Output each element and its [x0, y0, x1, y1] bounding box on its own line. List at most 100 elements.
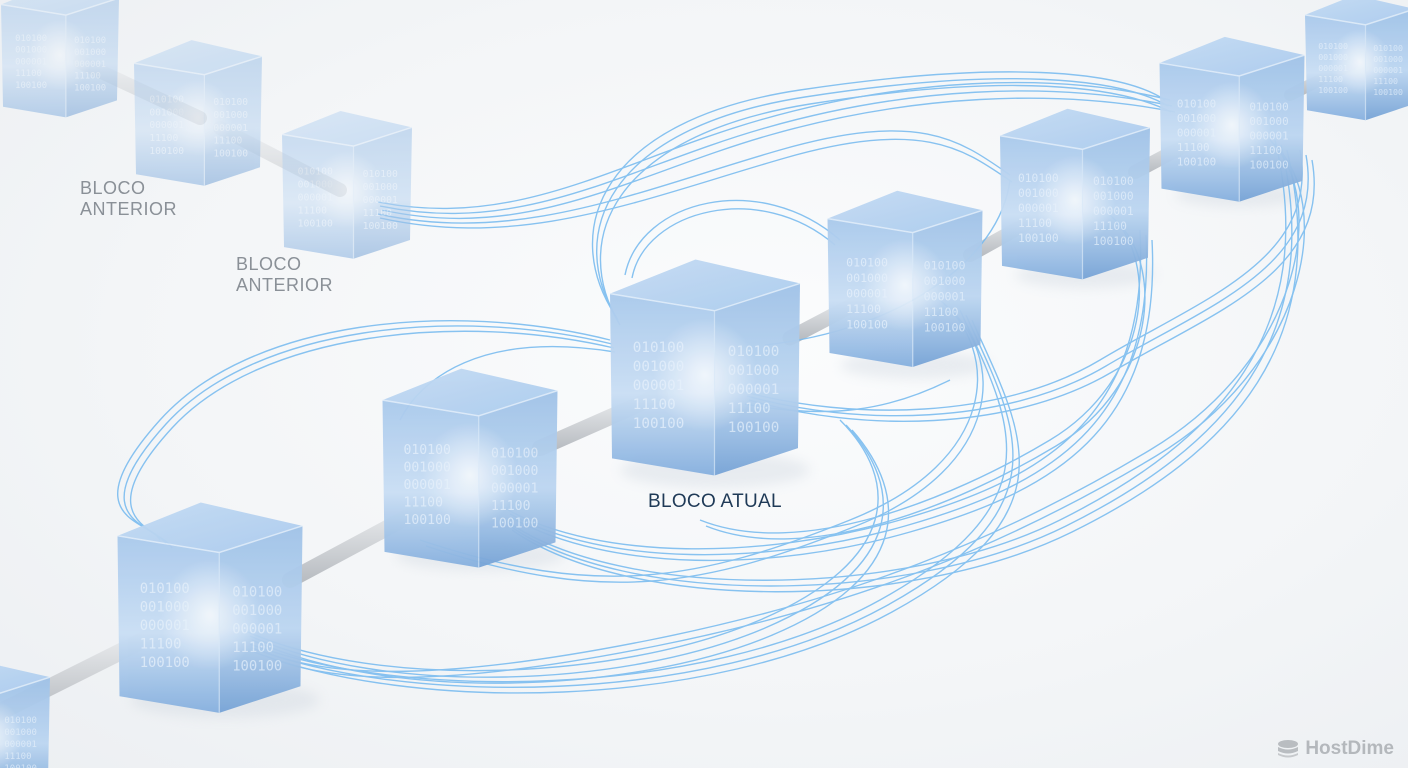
svg-text:000001: 000001 — [15, 57, 47, 67]
block-cube: 010100 001000 000001 11100 100100 010100 00100… — [382, 368, 558, 568]
hostdime-watermark: HostDime — [1276, 738, 1394, 760]
svg-text:001000: 001000 — [1373, 54, 1403, 64]
svg-text:001000: 001000 — [1318, 52, 1348, 62]
svg-text:010100: 010100 — [1373, 43, 1403, 53]
svg-text:100100: 100100 — [213, 148, 248, 159]
svg-text:010100: 010100 — [363, 169, 398, 180]
server-stack-icon — [1278, 740, 1299, 758]
svg-text:001000: 001000 — [1249, 115, 1288, 128]
svg-text:010100: 010100 — [15, 34, 47, 44]
svg-text:010100: 010100 — [491, 447, 538, 462]
svg-text:010100: 010100 — [728, 344, 779, 360]
current-block-cube: 0101000010000000011110010010001010000100… — [609, 259, 801, 476]
svg-text:100100: 100100 — [15, 81, 47, 91]
svg-text:001000: 001000 — [15, 46, 47, 56]
svg-text:11100: 11100 — [149, 133, 178, 144]
fiber-links — [117, 71, 1315, 694]
svg-text:100100: 100100 — [633, 416, 684, 432]
label-previous-block-2: BLOCO ANTERIOR — [236, 254, 333, 295]
svg-text:100100: 100100 — [1093, 235, 1134, 248]
svg-text:001000: 001000 — [1177, 112, 1216, 125]
svg-text:100100: 100100 — [1318, 85, 1348, 95]
svg-text:100100: 100100 — [728, 420, 779, 436]
svg-text:001000: 001000 — [924, 274, 966, 288]
svg-text:100100: 100100 — [404, 513, 451, 528]
block-cube: 010100 001000 000001 11100 100100 010100 00100… — [117, 502, 303, 713]
svg-text:11100: 11100 — [1318, 74, 1343, 84]
svg-text:001000: 001000 — [363, 182, 398, 193]
svg-text:010100: 010100 — [232, 585, 282, 601]
svg-text:11100: 11100 — [4, 752, 31, 762]
svg-text:11100: 11100 — [232, 640, 274, 656]
svg-text:001000: 001000 — [404, 461, 451, 476]
svg-text:010100: 010100 — [1093, 175, 1134, 188]
svg-text:001000: 001000 — [846, 271, 888, 285]
svg-text:000001: 000001 — [363, 195, 398, 206]
block-cube: 0101000010000000011110010010001010000100… — [999, 108, 1151, 280]
svg-text:010100: 010100 — [1018, 172, 1059, 185]
svg-text:010100: 010100 — [1318, 41, 1348, 51]
label-line: BLOCO — [236, 254, 302, 274]
block-cube: 0101000010000000011110010010001010000100… — [1159, 36, 1305, 202]
svg-text:000001: 000001 — [1018, 202, 1059, 215]
svg-text:001000: 001000 — [633, 359, 684, 375]
svg-text:001000: 001000 — [491, 464, 538, 479]
svg-text:001000: 001000 — [1018, 187, 1059, 200]
block-cube: 0101000010000000011110010010001010000100… — [827, 190, 983, 367]
svg-text:000001: 000001 — [1177, 127, 1216, 140]
svg-text:010100: 010100 — [1177, 98, 1216, 111]
svg-text:000001: 000001 — [298, 192, 333, 203]
svg-text:000001: 000001 — [846, 286, 888, 300]
svg-text:100100: 100100 — [1373, 87, 1403, 97]
svg-text:000001: 000001 — [74, 60, 106, 70]
svg-text:000001: 000001 — [232, 622, 282, 638]
svg-text:000001: 000001 — [140, 618, 190, 634]
svg-text:11100: 11100 — [404, 496, 444, 511]
svg-text:100100: 100100 — [924, 321, 966, 335]
svg-text:000001: 000001 — [728, 382, 779, 398]
svg-text:010100: 010100 — [140, 581, 190, 597]
svg-text:11100: 11100 — [74, 72, 101, 82]
svg-text:100100: 100100 — [140, 655, 190, 671]
svg-text:000001: 000001 — [404, 478, 451, 493]
svg-text:010100: 010100 — [149, 95, 184, 106]
svg-text:010100: 010100 — [404, 443, 451, 458]
svg-text:000001: 000001 — [633, 378, 684, 394]
svg-text:000001: 000001 — [1373, 65, 1403, 75]
svg-text:010100: 010100 — [846, 255, 888, 269]
block-cube: 0101000010000000011110010010001010000100… — [281, 110, 413, 259]
svg-text:11100: 11100 — [1373, 76, 1398, 86]
block-cube: 0101000010000000011110010010001010000100… — [0, 665, 51, 768]
svg-text:001000: 001000 — [728, 363, 779, 379]
svg-text:000001: 000001 — [1249, 130, 1288, 143]
svg-text:010100: 010100 — [298, 166, 333, 177]
svg-text:010100: 010100 — [74, 36, 106, 46]
svg-text:11100: 11100 — [213, 136, 242, 147]
svg-text:000001: 000001 — [1093, 205, 1134, 218]
svg-text:11100: 11100 — [363, 208, 392, 219]
label-previous-block-1: BLOCO ANTERIOR — [80, 178, 177, 219]
svg-text:001000: 001000 — [232, 603, 282, 619]
label-line: ANTERIOR — [80, 198, 178, 219]
svg-text:100100: 100100 — [491, 517, 538, 532]
label-current-block: BLOCO ATUAL — [648, 491, 782, 512]
svg-text:11100: 11100 — [633, 397, 676, 413]
block-cube: 0101000010000000011110010010001010000100… — [0, 0, 119, 118]
label-line: ANTERIOR — [236, 274, 334, 295]
svg-text:000001: 000001 — [491, 482, 538, 497]
svg-text:11100: 11100 — [15, 69, 42, 79]
svg-text:100100: 100100 — [4, 764, 37, 768]
svg-text:11100: 11100 — [728, 401, 771, 417]
svg-text:001000: 001000 — [298, 179, 333, 190]
svg-text:11100: 11100 — [846, 302, 881, 316]
svg-text:100100: 100100 — [1249, 159, 1288, 172]
svg-text:100100: 100100 — [1018, 232, 1059, 245]
svg-text:000001: 000001 — [149, 120, 184, 131]
svg-text:11100: 11100 — [1249, 144, 1282, 157]
svg-text:100100: 100100 — [232, 659, 282, 675]
svg-text:001000: 001000 — [140, 599, 190, 615]
svg-text:11100: 11100 — [1177, 141, 1210, 154]
svg-text:001000: 001000 — [149, 107, 184, 118]
